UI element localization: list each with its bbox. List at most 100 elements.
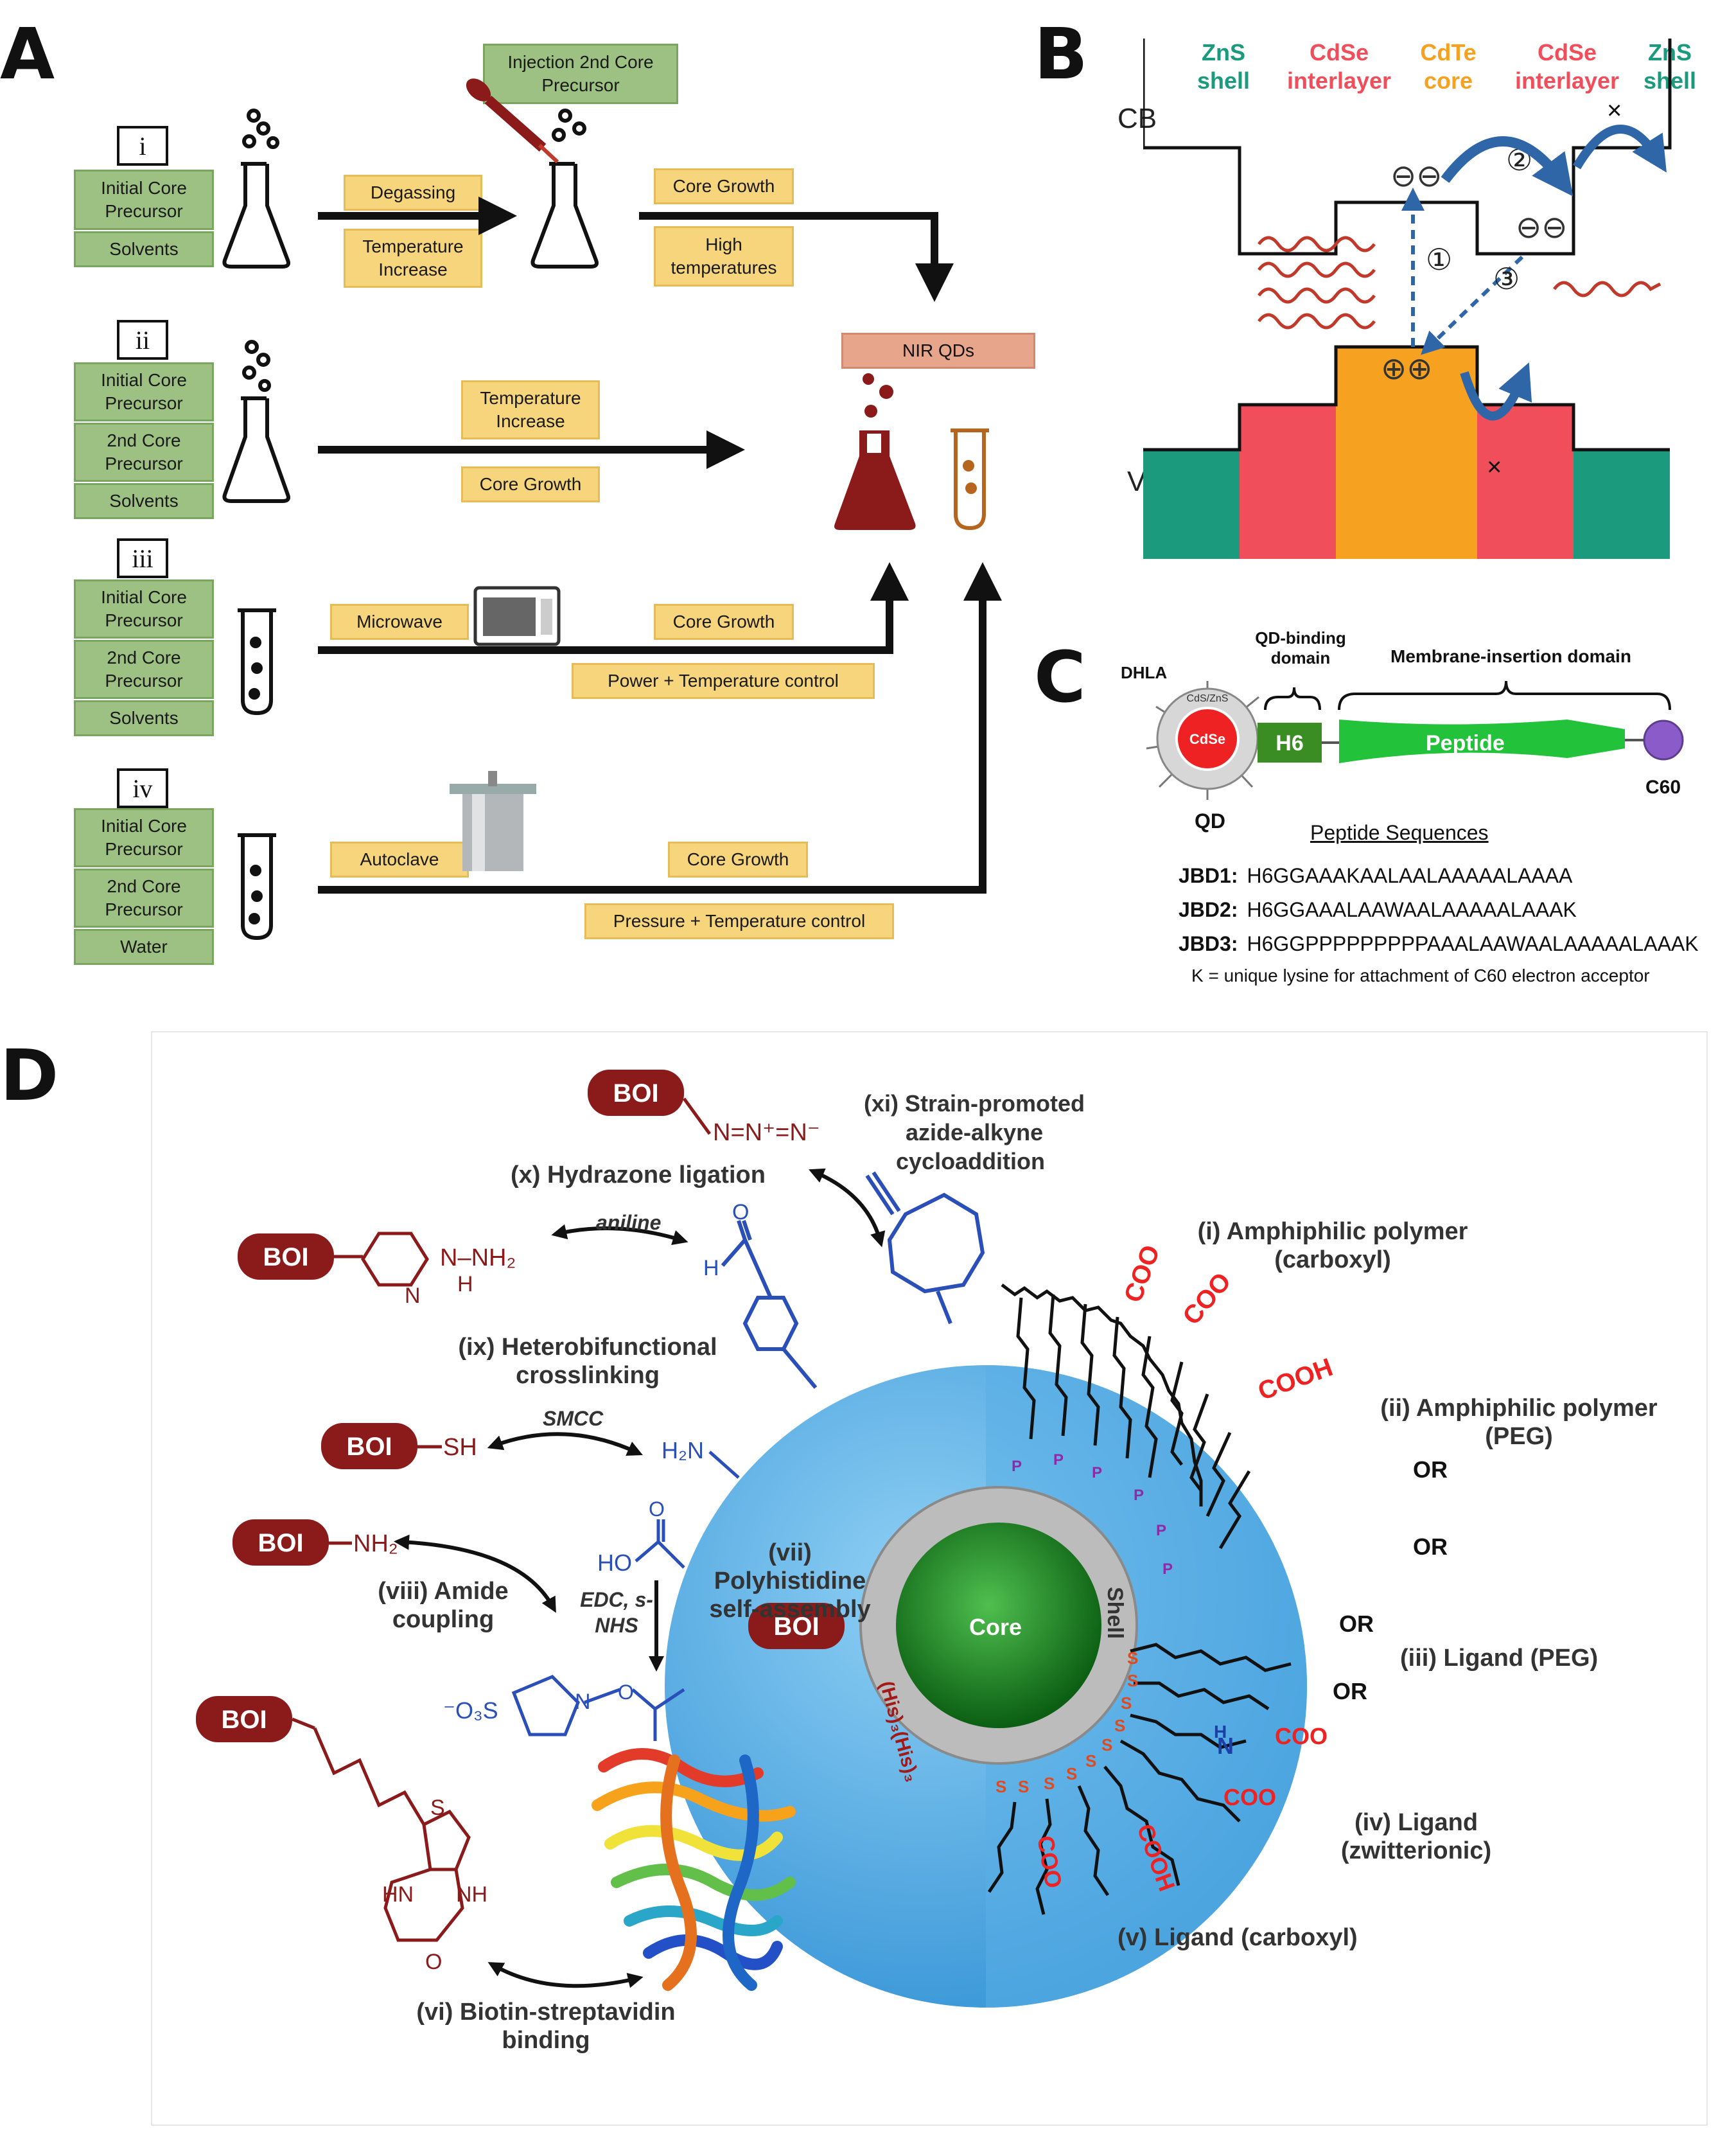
p-atom: P bbox=[1053, 1451, 1064, 1469]
label-ligand-peg: (iii) Ligand (PEG) bbox=[1400, 1645, 1599, 1672]
nh2-group: NH₂ bbox=[353, 1530, 398, 1557]
pyridine-n: N bbox=[405, 1284, 421, 1308]
sequence-row: JBD2:H6GGAAALAAWAALAAAAALAAAK bbox=[1179, 898, 1577, 922]
peptide-block bbox=[1339, 720, 1625, 763]
sequence-text: H6GGPPPPPPPPPAAALAAWAALAAAAALAAAK bbox=[1247, 932, 1699, 955]
coo-group: COO bbox=[1177, 1268, 1236, 1330]
aniline-label: aniline bbox=[596, 1211, 662, 1234]
h6-block bbox=[1258, 723, 1322, 763]
test-tube-icon bbox=[238, 608, 276, 716]
boi-badge-ix: BOI bbox=[321, 1423, 417, 1469]
band-diagram: ⊖⊖ ⊖⊖ ⊕⊕ ① ② ③ × × bbox=[1143, 39, 1672, 559]
layer-role: interlayer bbox=[1286, 67, 1392, 94]
s-atom: S bbox=[995, 1777, 1006, 1796]
zwitterion-group: N H COO COO bbox=[1214, 1722, 1328, 1810]
dhla-label: DHLA bbox=[1121, 663, 1168, 682]
lysine-footnote: K = unique lysine for attachment of C60 … bbox=[1191, 966, 1650, 985]
cb-label: CB bbox=[1118, 103, 1157, 134]
p-atom: P bbox=[1162, 1560, 1173, 1578]
autoclave-box: Autoclave bbox=[330, 842, 469, 878]
acid-o: O bbox=[649, 1498, 665, 1521]
ligand-chains bbox=[987, 1643, 1292, 1915]
vb-outline bbox=[1143, 345, 1670, 452]
blocked-arrow bbox=[1572, 125, 1667, 173]
label-amphiphilic-peg: (ii) Amphiphilic polymer (PEG) bbox=[1380, 1395, 1658, 1450]
microwave-icon bbox=[473, 586, 561, 646]
sequence-row: JBD3:H6GGPPPPPPPPPAAALAAWAALAAAAALAAAK bbox=[1179, 932, 1699, 956]
boi-badge-xi: BOI bbox=[588, 1070, 684, 1116]
autoclave-icon bbox=[450, 771, 536, 871]
precursor-box: Initial Core Precursor bbox=[74, 170, 214, 230]
precursor-box: Solvents bbox=[74, 231, 214, 267]
c60-label: C60 bbox=[1645, 777, 1681, 798]
precursor-box: Initial Core Precursor bbox=[74, 579, 214, 639]
boi-label: BOI bbox=[346, 1433, 392, 1461]
precursor-box: Initial Core Precursor bbox=[74, 808, 214, 867]
panel-d-frame bbox=[151, 1031, 1708, 2126]
layer-role: core bbox=[1423, 67, 1473, 94]
hole-arrow bbox=[1460, 362, 1532, 421]
boi-badge-viii: BOI bbox=[232, 1519, 329, 1566]
excitation-wave-icon bbox=[1258, 236, 1376, 330]
core bbox=[896, 1523, 1101, 1728]
or-group: OR bbox=[1333, 1678, 1367, 1704]
electrons-core: ⊖⊖ bbox=[1390, 159, 1442, 193]
layer-name: ZnS bbox=[1202, 39, 1245, 66]
pressure-temp-box: Pressure + Temperature control bbox=[584, 903, 894, 939]
boi-label: BOI bbox=[613, 1079, 658, 1108]
microwave-box: Microwave bbox=[330, 604, 469, 640]
hole-x: × bbox=[1487, 453, 1502, 481]
amine-group: H₂N bbox=[662, 1437, 704, 1463]
transfer-arrow bbox=[1421, 255, 1524, 355]
layer-label: CdSe interlayer bbox=[1506, 39, 1628, 95]
sh-group: SH bbox=[443, 1434, 477, 1461]
nhs-ester bbox=[511, 1675, 685, 1741]
temp-increase-box: Temperature Increase bbox=[344, 229, 482, 288]
core-growth-box-2: Core Growth bbox=[461, 466, 600, 502]
shell-label: CdS/ZnS bbox=[1187, 693, 1229, 704]
qd-label: QD bbox=[1195, 809, 1225, 833]
layer-name: CdSe bbox=[1537, 39, 1597, 66]
or-group: OR bbox=[1339, 1611, 1374, 1637]
injection-box: Injection 2nd Core Precursor bbox=[483, 44, 678, 104]
core-growth-box-4: Core Growth bbox=[668, 842, 808, 878]
boi-label: BOI bbox=[258, 1529, 303, 1557]
nir-qds-box: NIR QDs bbox=[841, 333, 1035, 369]
blocked-x: × bbox=[1607, 96, 1622, 125]
core-label: Core bbox=[969, 1614, 1022, 1640]
s-atom: S bbox=[1066, 1764, 1077, 1783]
reaction-arrows bbox=[394, 1168, 886, 1988]
electrons-interlayer: ⊖⊖ bbox=[1516, 211, 1567, 245]
edc-label: EDC, s-NHS bbox=[580, 1588, 653, 1637]
panel-label-c: C bbox=[1034, 636, 1086, 718]
nhs-o: O bbox=[618, 1681, 634, 1704]
coo-group: COO bbox=[1223, 1784, 1276, 1810]
boi-label: BOI bbox=[773, 1612, 819, 1641]
s-atom: S bbox=[1044, 1774, 1055, 1793]
peg-or-groups: OR OR OR OR bbox=[1333, 1456, 1448, 1704]
precursor-box: 2nd Core Precursor bbox=[74, 869, 214, 928]
or-group: OR bbox=[1413, 1456, 1448, 1483]
label-biotin: (vi) Biotin-streptavidin binding bbox=[416, 1999, 676, 2054]
brace bbox=[1264, 687, 1321, 711]
boi-badge-x: BOI bbox=[238, 1233, 334, 1280]
hydrazine-h: H bbox=[457, 1272, 473, 1296]
s-atom: S bbox=[1121, 1693, 1132, 1713]
shell-label: Shell bbox=[1103, 1587, 1127, 1639]
hydroxyl-group: HO bbox=[597, 1550, 632, 1576]
label-amide: (viii) Amide coupling bbox=[378, 1578, 509, 1633]
c60-sphere bbox=[1643, 720, 1684, 761]
coo-group: COO bbox=[1119, 1241, 1166, 1306]
test-tube-icon bbox=[238, 833, 276, 941]
sequences-title: Peptide Sequences bbox=[1310, 821, 1489, 844]
s-atom: S bbox=[1114, 1716, 1125, 1735]
panel-label-a: A bbox=[0, 13, 55, 95]
aldehyde-o: O bbox=[732, 1200, 749, 1224]
route-numeral-iv: iv bbox=[117, 768, 168, 808]
reaction-labels: (xi) Strain-promoted azide-alkyne cycloa… bbox=[864, 1090, 1085, 1174]
phosphate-groups: P P P P P P bbox=[1012, 1451, 1173, 1578]
layer-label: CdSe interlayer bbox=[1278, 39, 1400, 95]
boi-label: BOI bbox=[221, 1706, 267, 1734]
label-ligand-carboxyl: (v) Ligand (carboxyl) bbox=[1118, 1924, 1358, 1951]
power-temp-box: Power + Temperature control bbox=[572, 663, 875, 699]
